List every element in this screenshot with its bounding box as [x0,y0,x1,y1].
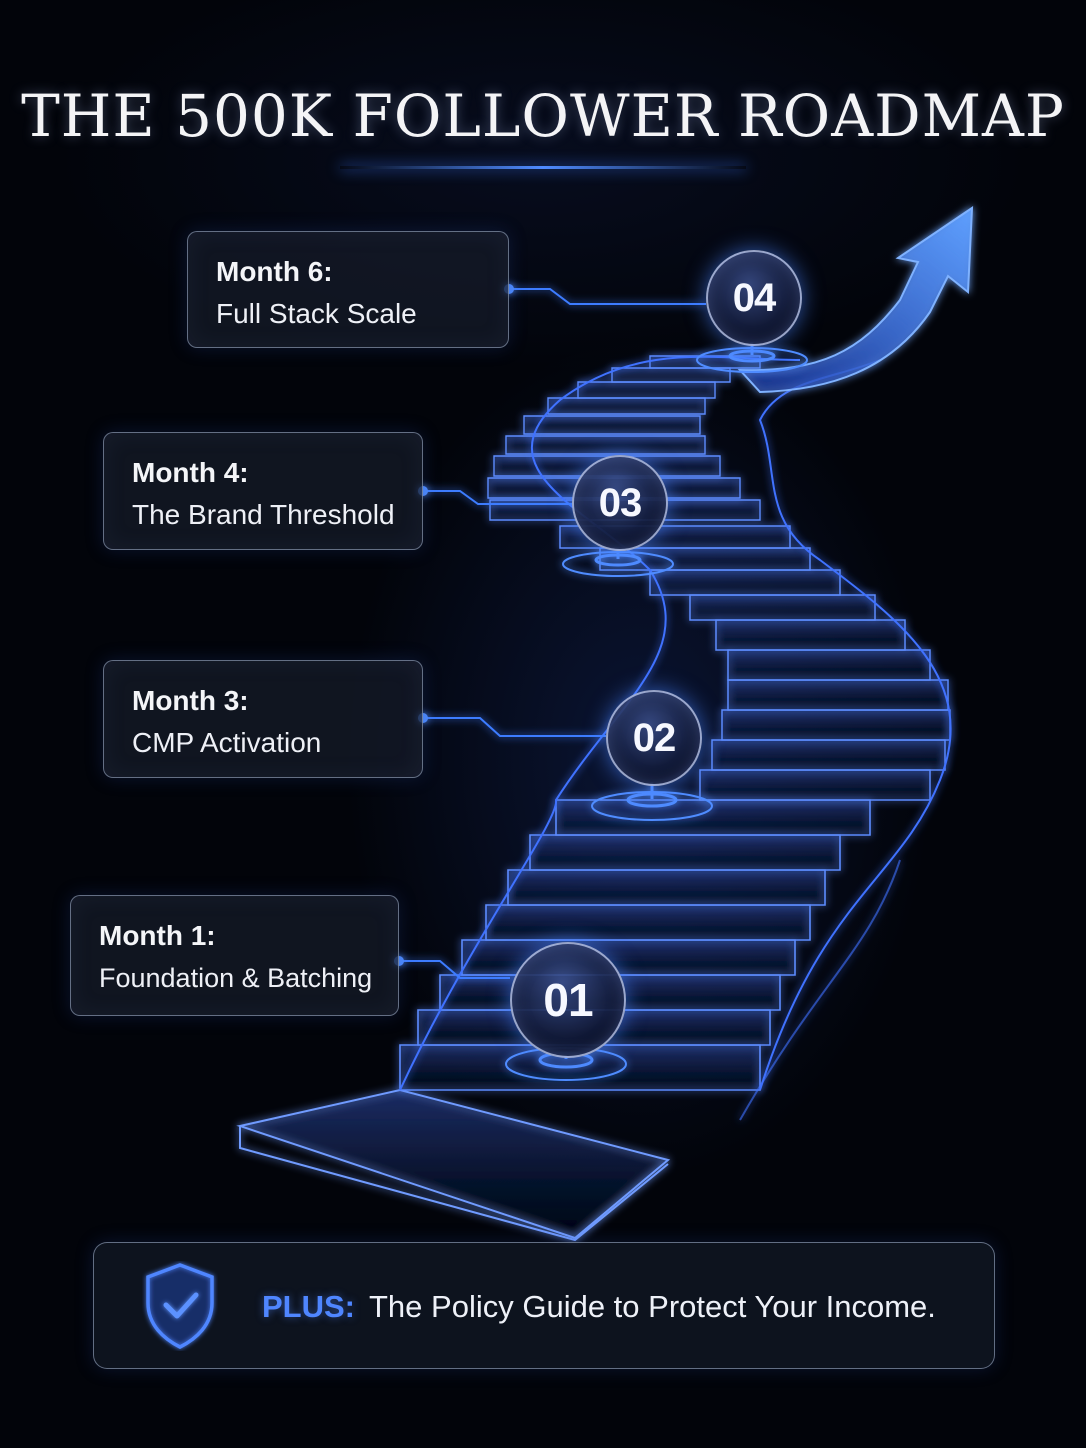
title-underline-glow [340,166,746,169]
banner-message: The Policy Guide to Protect Your Income. [369,1288,936,1324]
policy-guide-banner: PLUS: The Policy Guide to Protect Your I… [93,1242,995,1369]
banner-text: PLUS: The Policy Guide to Protect Your I… [262,1243,936,1370]
milestone-node-01: 01 [510,942,626,1058]
connector-dots [394,284,514,966]
milestone-month: Month 1: [99,920,216,951]
staircase-lower-steps [399,799,871,1091]
milestone-label: Full Stack Scale [216,298,417,329]
node-base-rings [505,342,808,1081]
growth-arrow [737,206,974,394]
milestone-card-month-4: Month 4: The Brand Threshold [103,432,423,550]
milestone-label: CMP Activation [132,727,322,758]
milestone-card-month-3: Month 3: CMP Activation [103,660,423,778]
milestone-month: Month 3: [132,685,249,716]
milestone-card-month-1: Month 1: Foundation & Batching [70,895,399,1016]
milestone-node-02: 02 [606,690,702,786]
page-title: THE 500K FOLLOWER ROADMAP [21,82,1065,150]
banner-prefix: PLUS: [262,1288,355,1324]
milestone-month: Month 4: [132,457,249,488]
shield-check-icon [146,1263,214,1349]
milestone-label: Foundation & Batching [99,963,373,993]
staircase-base [236,1088,671,1242]
staircase-rails [399,355,952,1121]
milestone-month: Month 6: [216,256,333,287]
connector-lines [399,288,706,979]
milestone-label: The Brand Threshold [132,499,395,530]
milestone-card-month-6: Month 6: Full Stack Scale [187,231,509,348]
milestone-node-03: 03 [572,455,668,551]
milestone-node-04: 04 [706,250,802,346]
staircase-middle-steps [559,525,951,801]
